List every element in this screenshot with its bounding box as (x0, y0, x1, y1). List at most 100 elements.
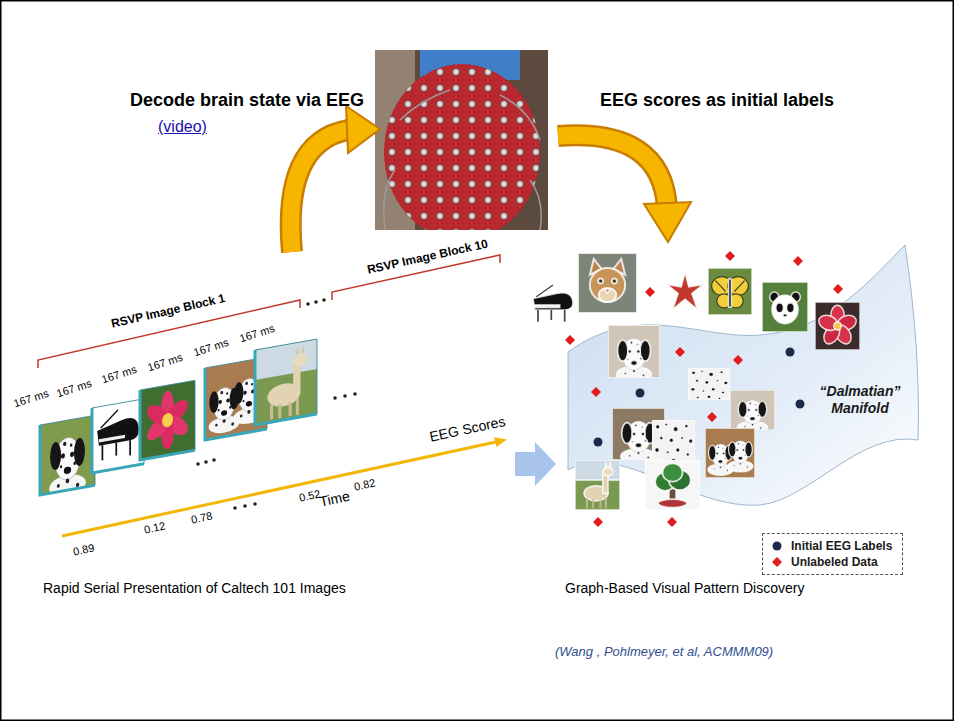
image-card (255, 339, 317, 425)
eeg-score: 0.78 (190, 510, 214, 527)
video-link: (video) (158, 118, 207, 136)
block-label: RSVP Image Block 1 (110, 292, 227, 331)
legend-swatch (771, 540, 783, 552)
image-card (92, 399, 144, 473)
legend-diamond (772, 557, 782, 567)
image-card (92, 399, 144, 473)
curved-arrow (291, 130, 348, 252)
legend-row: Unlabeled Data (771, 554, 892, 570)
image-card (40, 415, 95, 501)
unlabeled-marker (565, 251, 843, 527)
image-card (92, 399, 144, 473)
ellipsis-dots (253, 502, 257, 506)
curved-arrow (558, 135, 667, 208)
image-card (40, 415, 95, 501)
eeg-photo (384, 64, 540, 230)
legend-swatch (771, 556, 783, 568)
image-thumbnail (645, 460, 700, 510)
unlabeled-marker (733, 355, 743, 365)
eeg-photo (384, 90, 542, 230)
unlabeled-marker (725, 251, 735, 261)
image-card (255, 339, 317, 425)
timeline-arrow (62, 437, 507, 536)
legend-text: Unlabeled Data (791, 555, 878, 569)
curved-arrow (291, 130, 348, 252)
curved-arrow (558, 135, 691, 242)
eeg-score: 0.12 (143, 520, 167, 537)
legend-text: Initial EEG Labels (791, 539, 892, 553)
image-thumbnail (705, 428, 755, 478)
ellipsis-dots (306, 302, 310, 306)
image-thumbnail (762, 282, 808, 332)
duration-label: 167 ms (100, 363, 138, 386)
block-arrow (515, 442, 556, 486)
unlabeled-marker (645, 287, 655, 297)
duration-label: 167 ms (192, 336, 230, 359)
image-thumbnail (578, 253, 637, 313)
curved-arrow (346, 106, 380, 153)
unlabeled-marker (565, 335, 575, 345)
ellipsis-dots (333, 392, 357, 400)
image-card (40, 415, 95, 495)
heading: EEG scores as initial labels (600, 90, 834, 111)
panel-caption: Graph-Based Visual Pattern Discovery (565, 580, 804, 596)
duration-label: 167 ms (238, 322, 276, 345)
citation: (Wang , Pohlmeyer, et al, ACMMM09) (555, 645, 773, 660)
image-thumbnail (528, 280, 578, 330)
manifold-label-box: “Dalmatian” Manifold (810, 383, 910, 417)
legend-box: Initial EEG LabelsUnlabeled Data (762, 533, 903, 575)
eeg-label-dot (796, 400, 805, 409)
eeg-label-dot (594, 438, 603, 447)
curved-arrow (291, 106, 380, 252)
unlabeled-marker (593, 517, 603, 527)
unlabeled-marker (675, 347, 685, 357)
unlabeled-marker (591, 387, 601, 397)
duration-label: 167 ms (146, 351, 184, 374)
duration-label: 167 ms (55, 377, 93, 400)
unlabeled-marker (833, 284, 843, 294)
eeg-label-dot (594, 348, 805, 447)
image-thumbnail (815, 302, 860, 350)
eeg-label-dot (636, 389, 645, 398)
image-thumbnail (528, 253, 860, 510)
image-thumbnail (667, 273, 704, 310)
image-thumbnail (688, 368, 730, 400)
image-card (140, 380, 195, 460)
manifold-label: “Dalmatian” Manifold (810, 383, 910, 417)
axis-label: Time (318, 488, 351, 510)
unlabeled-marker (667, 517, 677, 527)
ellipsis-dots (353, 392, 357, 396)
heading: Decode brain state via EEG (130, 90, 364, 111)
unlabeled-marker (707, 412, 717, 422)
image-card (140, 380, 195, 460)
legend-dot (773, 542, 782, 551)
eeg-label-dot (786, 348, 795, 357)
panel-caption: Rapid Serial Presentation of Caltech 101… (43, 580, 346, 596)
ellipsis-dots (306, 298, 326, 306)
ellipsis-dots (314, 300, 318, 304)
image-card (92, 399, 144, 473)
curved-arrow (558, 135, 667, 208)
eeg-photo (375, 50, 548, 230)
image-thumbnail (608, 325, 660, 382)
ellipsis-dots (343, 394, 347, 398)
image-thumbnail (575, 460, 620, 510)
curved-arrow (644, 202, 691, 242)
ellipsis-dots (212, 458, 216, 462)
image-thumbnail (730, 390, 775, 433)
image-card (140, 380, 195, 460)
timeline-arrow (494, 437, 507, 447)
image-card (40, 415, 95, 495)
image-card (255, 339, 317, 425)
unlabeled-marker (793, 256, 803, 266)
image-card (140, 380, 195, 460)
ellipsis-dots (204, 460, 208, 464)
image-thumbnail (652, 420, 695, 465)
legend-row: Initial EEG Labels (771, 538, 892, 554)
timeline-arrow (62, 442, 498, 537)
ellipsis-dots (322, 298, 326, 302)
ellipsis-dots (243, 504, 247, 508)
image-card (255, 339, 317, 425)
eeg-score: 0.89 (72, 542, 96, 559)
